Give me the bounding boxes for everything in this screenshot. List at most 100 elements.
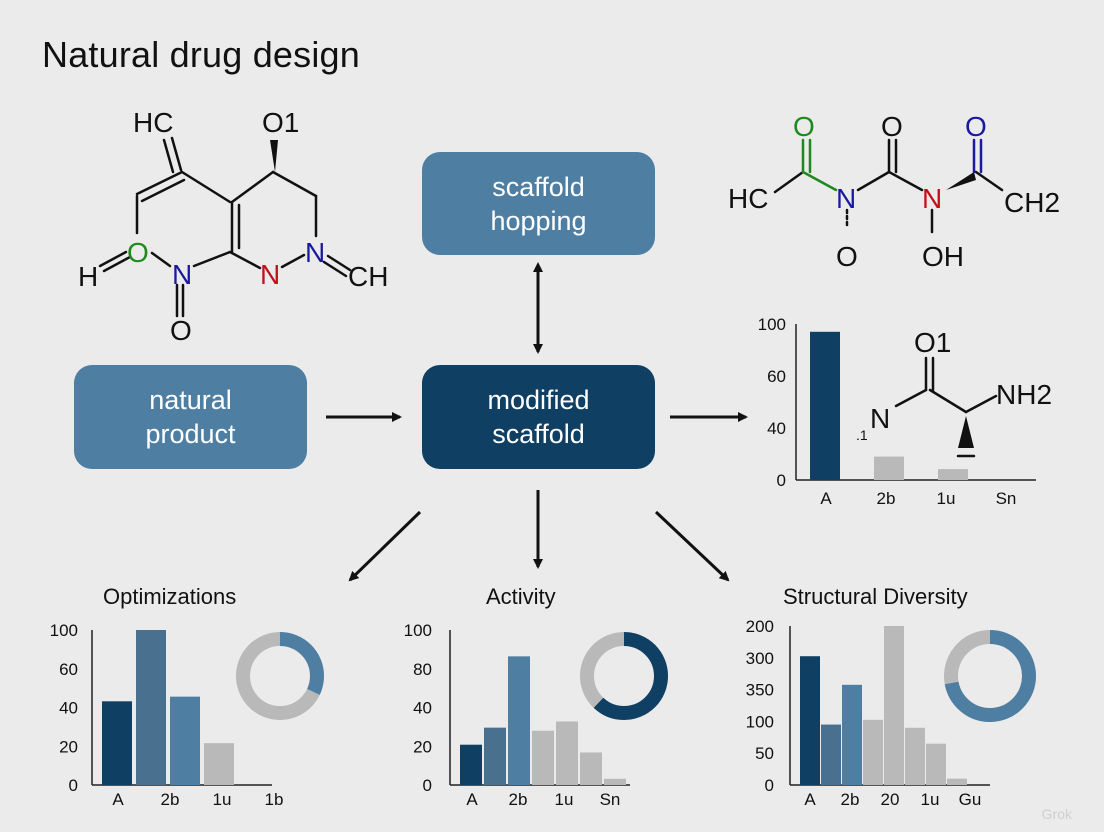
atom-label: O bbox=[793, 111, 815, 142]
atom-label: OH bbox=[922, 241, 964, 272]
bar bbox=[863, 719, 883, 785]
arrow-to-optimizations bbox=[348, 510, 422, 582]
y-tick-label: 0 bbox=[777, 471, 786, 490]
x-tick-label: 1u bbox=[921, 790, 940, 809]
bar bbox=[460, 744, 482, 785]
node-label-line: modified bbox=[487, 385, 590, 415]
x-tick-label: A bbox=[804, 790, 816, 809]
atom-label: N bbox=[305, 237, 325, 268]
y-tick-label: 80 bbox=[413, 660, 432, 679]
molecule-right-mid bbox=[894, 356, 998, 458]
node-label-line: hopping bbox=[490, 205, 587, 236]
x-tick-label: 20 bbox=[881, 790, 900, 809]
bar bbox=[604, 778, 626, 785]
scaffold-hopping-node: scaffold hopping bbox=[422, 152, 655, 255]
y-tick-label: 20 bbox=[413, 737, 432, 756]
y-tick-label: 0 bbox=[765, 776, 774, 795]
bar bbox=[842, 684, 862, 785]
y-tick-label: 60 bbox=[59, 660, 78, 679]
chart-title-activity: Activity bbox=[486, 584, 556, 609]
bar bbox=[947, 778, 967, 785]
node-label-line: natural bbox=[149, 385, 232, 415]
atom-label: N bbox=[836, 183, 856, 214]
bar bbox=[905, 727, 925, 785]
atom-label: N bbox=[260, 259, 280, 290]
bar bbox=[556, 721, 578, 785]
atom-label: O bbox=[170, 315, 192, 346]
bar bbox=[170, 696, 200, 785]
molecule-right-mid-labels: O1 N .1 NH2 bbox=[856, 327, 1052, 443]
atom-label: O bbox=[836, 241, 858, 272]
atom-label: O bbox=[127, 237, 149, 268]
molecule-top-left-labels: HC O1 O H N O N N CH bbox=[78, 107, 388, 346]
atom-label: O bbox=[965, 111, 987, 142]
x-tick-label: 1u bbox=[937, 489, 956, 508]
page-title: Natural drug design bbox=[42, 34, 360, 75]
x-tick-label: A bbox=[466, 790, 478, 809]
bar bbox=[810, 331, 840, 480]
x-tick-label: Gu bbox=[959, 790, 982, 809]
atom-label: N bbox=[172, 259, 192, 290]
atom-label: O bbox=[881, 111, 903, 142]
bar bbox=[874, 456, 904, 480]
y-tick-label: 350 bbox=[746, 681, 774, 700]
molecule-top-left bbox=[98, 136, 352, 318]
atom-label: HC bbox=[728, 183, 768, 214]
y-tick-label: 0 bbox=[423, 776, 432, 795]
node-label-line: scaffold bbox=[492, 419, 585, 449]
bar bbox=[484, 727, 506, 785]
y-tick-label: 0 bbox=[69, 776, 78, 795]
modified-scaffold-node: modified scaffold bbox=[422, 365, 655, 469]
y-tick-label: 200 bbox=[746, 617, 774, 636]
atom-label: H bbox=[78, 261, 98, 292]
bar bbox=[800, 656, 820, 785]
atom-label: .1 bbox=[856, 427, 868, 443]
y-tick-label: 60 bbox=[767, 367, 786, 386]
x-tick-label: 2b bbox=[841, 790, 860, 809]
x-tick-label: 1u bbox=[555, 790, 574, 809]
y-tick-label: 40 bbox=[767, 419, 786, 438]
bar bbox=[926, 743, 946, 785]
y-tick-label: 40 bbox=[59, 699, 78, 718]
donut-segment bbox=[944, 630, 1036, 722]
atom-label: O1 bbox=[914, 327, 951, 358]
bar bbox=[821, 724, 841, 785]
atom-label: CH bbox=[348, 261, 388, 292]
molecule-top-right-labels: HC O O O N N CH2 O OH bbox=[728, 111, 1060, 272]
y-tick-label: 50 bbox=[755, 744, 774, 763]
y-tick-label: 100 bbox=[746, 712, 774, 731]
bar bbox=[204, 743, 234, 785]
atom-label: O1 bbox=[262, 107, 299, 138]
bar bbox=[580, 752, 602, 785]
bar bbox=[532, 730, 554, 785]
arrow-to-diversity bbox=[654, 510, 730, 582]
x-tick-label: Sn bbox=[600, 790, 621, 809]
x-tick-label: 2b bbox=[509, 790, 528, 809]
atom-label: HC bbox=[133, 107, 173, 138]
node-label-line: product bbox=[145, 419, 236, 449]
y-tick-label: 100 bbox=[758, 315, 786, 334]
atom-label: CH2 bbox=[1004, 187, 1060, 218]
y-tick-label: 40 bbox=[413, 699, 432, 718]
bar bbox=[136, 630, 166, 785]
x-tick-label: A bbox=[820, 489, 832, 508]
x-tick-label: A bbox=[112, 790, 124, 809]
y-tick-label: 300 bbox=[746, 649, 774, 668]
bar bbox=[884, 626, 904, 785]
bar bbox=[508, 656, 530, 785]
node-label-line: scaffold bbox=[492, 171, 585, 202]
chart-title-structural-diversity: Structural Diversity bbox=[783, 584, 968, 609]
chart-activity: 100 80 40 20 0A 2b 1u Sn bbox=[404, 621, 668, 809]
x-tick-label: 1u bbox=[213, 790, 232, 809]
natural-product-node: natural product bbox=[74, 365, 307, 469]
atom-label: N bbox=[870, 403, 890, 434]
atom-label: NH2 bbox=[996, 379, 1052, 410]
watermark: Grok bbox=[1041, 806, 1072, 822]
chart-title-optimizations: Optimizations bbox=[103, 584, 237, 609]
y-tick-label: 100 bbox=[404, 621, 432, 640]
y-tick-label: 20 bbox=[59, 737, 78, 756]
